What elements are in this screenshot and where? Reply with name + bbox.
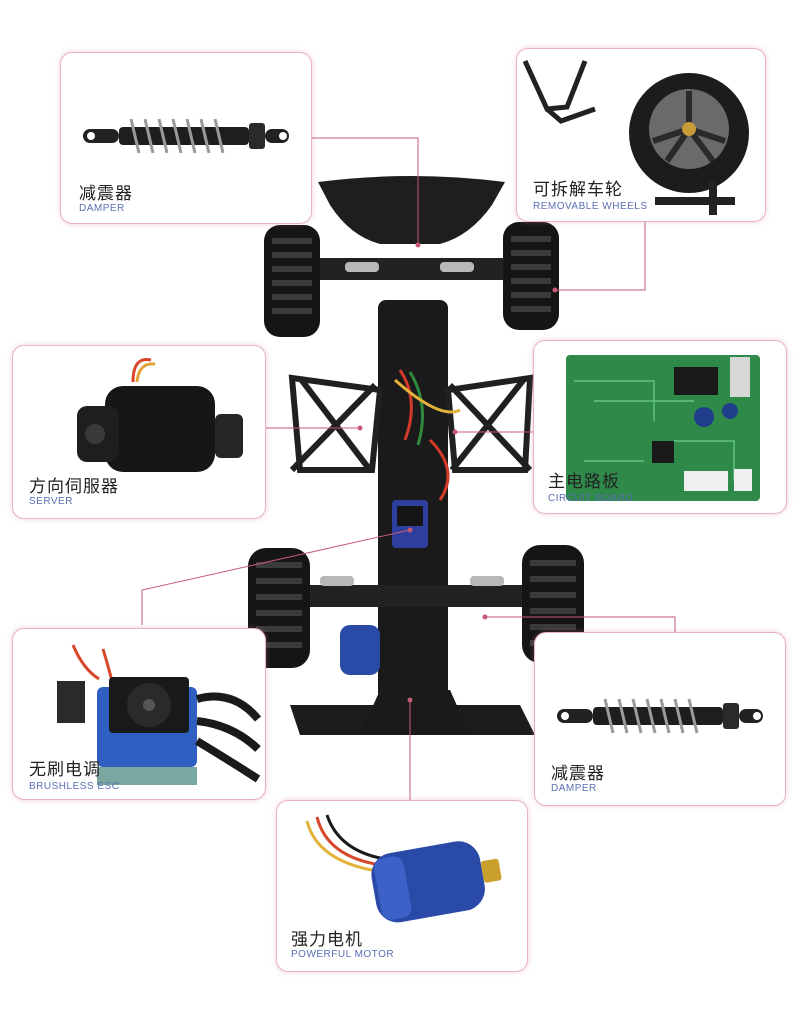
- damper-top-label-en: DAMPER: [79, 203, 125, 214]
- shock-absorber-icon: [83, 118, 289, 154]
- callout-motor: 强力电机 POWERFUL MOTOR: [276, 800, 528, 972]
- motor-icon: [305, 814, 502, 923]
- rear-axle: [290, 585, 530, 607]
- callout-damper-bottom: 减震器 DAMPER: [534, 632, 786, 806]
- motor-label-cn: 强力电机: [291, 930, 363, 950]
- chassis-motor: [340, 625, 380, 675]
- servo-label-cn: 方向伺服器: [29, 477, 119, 497]
- wheels-label-en: REMOVABLE WHEELS: [533, 201, 648, 212]
- damper-bottom-label-cn: 减震器: [551, 764, 605, 784]
- wheel-icon: [522, 59, 749, 215]
- motor-label-en: POWERFUL MOTOR: [291, 949, 395, 960]
- shock-absorber-icon: [557, 698, 763, 734]
- callout-board: 主电路板 CIRCUIT BOARD: [533, 340, 787, 514]
- esc-label-cn: 无刷电调: [29, 760, 101, 780]
- front-right-wheel: [503, 222, 559, 330]
- callout-damper-top: 减震器 DAMPER: [60, 52, 312, 224]
- esc-label-en: BRUSHLESS ESC: [29, 781, 120, 792]
- servo-label-en: SERVER: [29, 496, 73, 507]
- esc-icon: [57, 644, 262, 785]
- damper-top-label-cn: 减震器: [79, 184, 133, 204]
- callout-wheels: 可拆解车轮 REMOVABLE WHEELS: [516, 48, 766, 222]
- circuit-board-icon: [566, 355, 760, 501]
- servo-icon: [77, 357, 243, 472]
- callout-servo: 方向伺服器 SERVER: [12, 345, 266, 519]
- front-axle: [300, 258, 520, 280]
- damper-bottom-label-en: DAMPER: [551, 783, 597, 794]
- board-label-en: CIRCUIT BOARD: [548, 493, 634, 504]
- front-wing: [318, 176, 505, 244]
- board-label-cn: 主电路板: [548, 472, 620, 492]
- callout-esc: 无刷电调 BRUSHLESS ESC: [12, 628, 266, 800]
- wheels-label-cn: 可拆解车轮: [533, 180, 623, 200]
